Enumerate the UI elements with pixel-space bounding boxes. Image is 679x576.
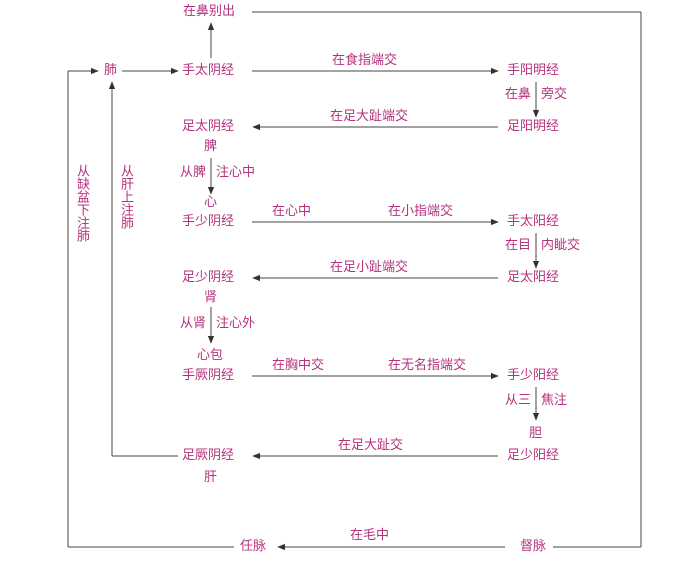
edge-label-little-finger: 在小指端交 bbox=[388, 204, 454, 219]
edge-label-from-quepen: 从缺盆下注肺 bbox=[74, 164, 89, 242]
node-hand-yangming: 手阳明经 bbox=[507, 63, 560, 78]
node-du: 督脉 bbox=[520, 539, 547, 554]
node-lung: 肺 bbox=[104, 63, 118, 78]
node-foot-yangming: 足阳明经 bbox=[507, 119, 560, 134]
edge-label-big-toe-tip: 在足大趾端交 bbox=[330, 109, 409, 124]
node-liver: 肝 bbox=[204, 470, 218, 485]
edge-label-little-toe: 在足小趾端交 bbox=[330, 260, 409, 275]
edge-label-eye-right: 内眦交 bbox=[541, 238, 581, 253]
edge-label-nose-left: 在鼻 bbox=[505, 87, 532, 102]
node-pericardium: 心包 bbox=[197, 348, 224, 363]
node-hand-taiyang: 手太阳经 bbox=[507, 214, 560, 229]
node-foot-shaoyang: 足少阳经 bbox=[507, 448, 560, 463]
edge-label-nose-right: 旁交 bbox=[541, 87, 568, 102]
edge-label-from-liver: 从肝上注肺 bbox=[118, 164, 133, 229]
node-foot-jueyin: 足厥阴经 bbox=[182, 448, 235, 463]
edge-label-in-chest: 在胸中交 bbox=[272, 358, 325, 373]
edge-label-index-finger: 在食指端交 bbox=[332, 53, 398, 68]
edge-label-in-hair: 在毛中 bbox=[350, 528, 390, 543]
node-foot-taiyang: 足太阳经 bbox=[507, 270, 560, 285]
edge-label-sanjiao-right: 焦注 bbox=[541, 393, 568, 408]
node-gallbladder: 胆 bbox=[529, 426, 543, 441]
edge-label-in-heart: 在心中 bbox=[272, 204, 312, 219]
node-hand-taiyin: 手太阴经 bbox=[182, 63, 235, 78]
edge-label-from-kidney: 从肾 bbox=[180, 316, 207, 331]
edge-label-ring-finger: 在无名指端交 bbox=[388, 358, 467, 373]
node-heart: 心 bbox=[204, 195, 218, 210]
node-kidney: 肾 bbox=[204, 290, 218, 305]
edge-label-from-spleen: 从脾 bbox=[180, 165, 207, 180]
edge-label-sanjiao-left: 从三 bbox=[505, 393, 532, 408]
node-hand-shaoyin: 手少阴经 bbox=[182, 214, 235, 229]
node-nose-out: 在鼻别出 bbox=[183, 4, 236, 19]
node-foot-shaoyin: 足少阴经 bbox=[182, 270, 235, 285]
node-hand-shaoyang: 手少阳经 bbox=[507, 368, 560, 383]
edge-label-big-toe: 在足大趾交 bbox=[338, 438, 404, 453]
edge-label-into-heart: 注心中 bbox=[216, 165, 256, 180]
edge-label-eye-left: 在目 bbox=[505, 238, 532, 253]
node-hand-jueyin: 手厥阴经 bbox=[182, 368, 235, 383]
node-spleen: 脾 bbox=[204, 139, 218, 154]
node-ren: 任脉 bbox=[240, 539, 267, 554]
edge-label-outside-heart: 注心外 bbox=[216, 316, 256, 331]
node-foot-taiyin: 足太阴经 bbox=[182, 119, 235, 134]
